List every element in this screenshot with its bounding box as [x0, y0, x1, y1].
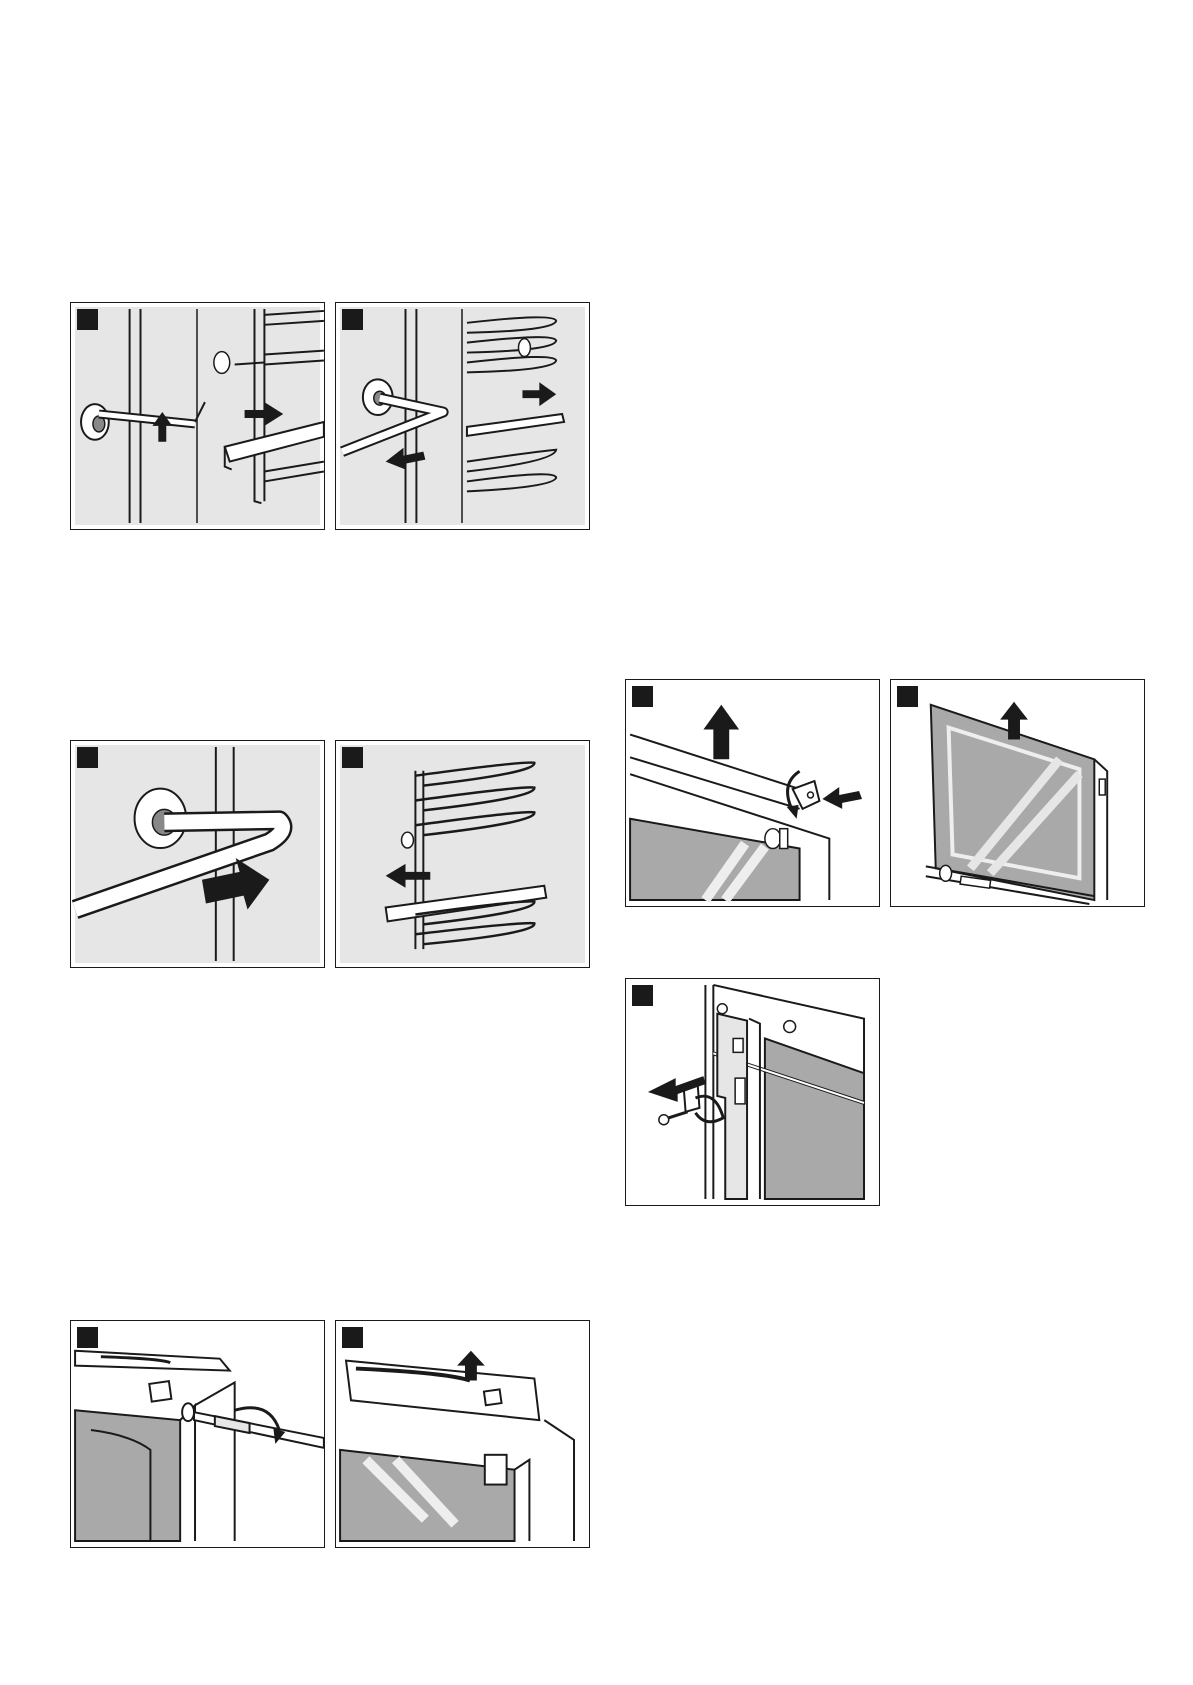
door-cover-lift-drawing	[336, 1321, 589, 1547]
step-number-badge	[897, 686, 918, 707]
step-number-badge	[342, 309, 363, 330]
step-number-badge	[77, 309, 98, 330]
door-trim-press-drawing	[626, 680, 879, 906]
rail-pull-drawing	[336, 303, 589, 529]
illustration-panel-4b	[890, 679, 1145, 907]
step-number-badge	[342, 747, 363, 768]
step-number-badge	[77, 1327, 98, 1348]
illustration-panel-4a	[625, 679, 880, 907]
step-number-badge	[77, 747, 98, 768]
rail-lift-drawing	[71, 303, 324, 529]
illustration-panel-1b	[335, 302, 590, 530]
illustration-panel-2a	[70, 740, 325, 968]
illustration-panel-3a	[70, 1320, 325, 1548]
step-number-badge	[632, 985, 653, 1006]
door-pane-lift-drawing	[891, 680, 1144, 906]
illustration-panel-1a	[70, 302, 325, 530]
hinge-screw-remove-drawing	[626, 979, 879, 1205]
rail-push-drawing	[336, 741, 589, 967]
illustration-panel-5	[625, 978, 880, 1206]
illustration-panel-3b	[335, 1320, 590, 1548]
step-number-badge	[632, 686, 653, 707]
illustration-panel-2b	[335, 740, 590, 968]
door-cover-unscrew-drawing	[71, 1321, 324, 1547]
step-number-badge	[342, 1327, 363, 1348]
rail-hook-drawing	[71, 741, 324, 967]
